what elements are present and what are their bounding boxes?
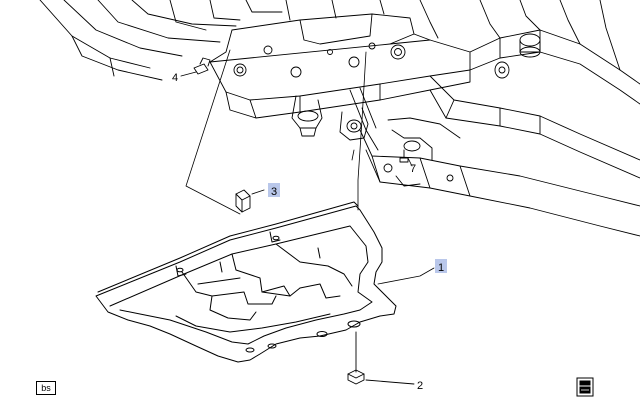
retainer-clip-3 (235, 189, 265, 213)
callout-7: 7 (410, 163, 416, 175)
view-tag: bs (36, 381, 56, 395)
bracket-leader-left (185, 49, 241, 215)
bolt-2 (347, 331, 415, 385)
callout-label-1: 1 (438, 262, 444, 274)
callout-label-2: 2 (417, 380, 423, 392)
callout-3: 3 (268, 183, 280, 198)
callout-label-4: 4 (172, 72, 178, 84)
subframe-assembly (39, 0, 640, 237)
callout-label-7: 7 (410, 163, 416, 175)
callout-leader-7 (407, 157, 413, 167)
fastener-7 (399, 149, 409, 163)
callout-leader-1 (377, 267, 435, 285)
callout-2: 2 (417, 380, 423, 392)
underbody-shield-1 (95, 201, 397, 363)
callout-4: 4 (172, 72, 178, 84)
callout-label-3: 3 (271, 186, 277, 198)
bolt-4 (180, 57, 211, 77)
bracket-leader-right (357, 51, 367, 211)
document-stack-icon (576, 377, 594, 397)
callout-1: 1 (435, 259, 447, 274)
